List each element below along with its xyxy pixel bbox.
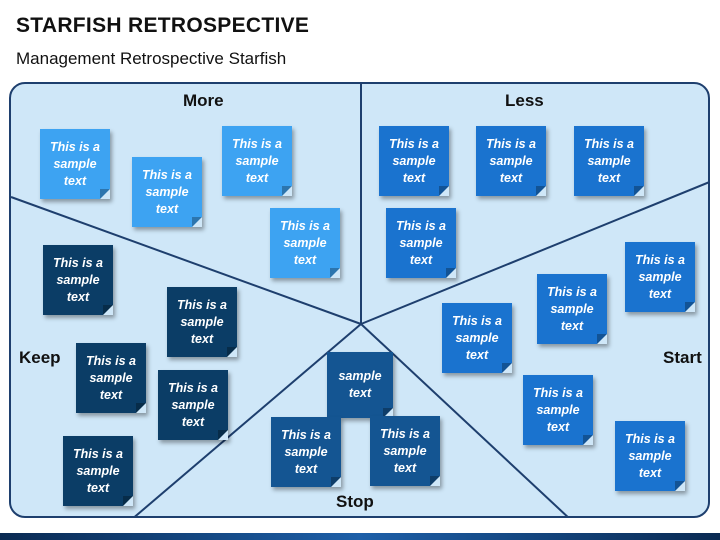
divider-keep-stop (134, 323, 362, 516)
sticky-note-more-1[interactable]: This is a sample text (40, 129, 110, 199)
sticky-note-keep-3[interactable]: This is a sample text (76, 343, 146, 413)
section-label-keep: Keep (19, 348, 61, 367)
sticky-note-keep-1[interactable]: This is a sample text (43, 245, 113, 315)
sticky-note-keep-5[interactable]: This is a sample text (63, 436, 133, 506)
sticky-note-start-3[interactable]: This is a sample text (442, 303, 512, 373)
sticky-note-less-3[interactable]: This is a sample text (574, 126, 644, 196)
sticky-note-start-1[interactable]: This is a sample text (625, 242, 695, 312)
bottom-accent-strip (0, 533, 720, 540)
sticky-note-start-4[interactable]: This is a sample text (523, 375, 593, 445)
sticky-note-start-2[interactable]: This is a sample text (537, 274, 607, 344)
starfish-divider-lines (11, 84, 708, 516)
starfish-board: More Less Keep Start Stop This is a samp… (9, 82, 710, 518)
sticky-note-more-3[interactable]: This is a sample text (222, 126, 292, 196)
divider-less-start (360, 181, 708, 325)
sticky-note-keep-4[interactable]: This is a sample text (158, 370, 228, 440)
sticky-note-stop-3[interactable]: This is a sample text (370, 416, 440, 486)
sticky-note-keep-2[interactable]: This is a sample text (167, 287, 237, 357)
divider-stop-start (360, 323, 569, 516)
page-subtitle: Management Retrospective Starfish (16, 49, 287, 68)
section-label-more: More (183, 91, 224, 110)
sticky-note-stop-1[interactable]: sample text (327, 352, 393, 418)
sticky-note-stop-2[interactable]: This is a sample text (271, 417, 341, 487)
divider-more-keep (11, 196, 362, 325)
sticky-note-less-1[interactable]: This is a sample text (379, 126, 449, 196)
page-title: STARFISH RETROSPECTIVE (16, 14, 310, 37)
section-label-start: Start (663, 348, 702, 367)
section-label-stop: Stop (336, 492, 374, 511)
sticky-note-more-2[interactable]: This is a sample text (132, 157, 202, 227)
sticky-note-start-5[interactable]: This is a sample text (615, 421, 685, 491)
sticky-note-more-4[interactable]: This is a sample text (270, 208, 340, 278)
section-label-less: Less (505, 91, 544, 110)
sticky-note-less-2[interactable]: This is a sample text (476, 126, 546, 196)
sticky-note-less-4[interactable]: This is a sample text (386, 208, 456, 278)
